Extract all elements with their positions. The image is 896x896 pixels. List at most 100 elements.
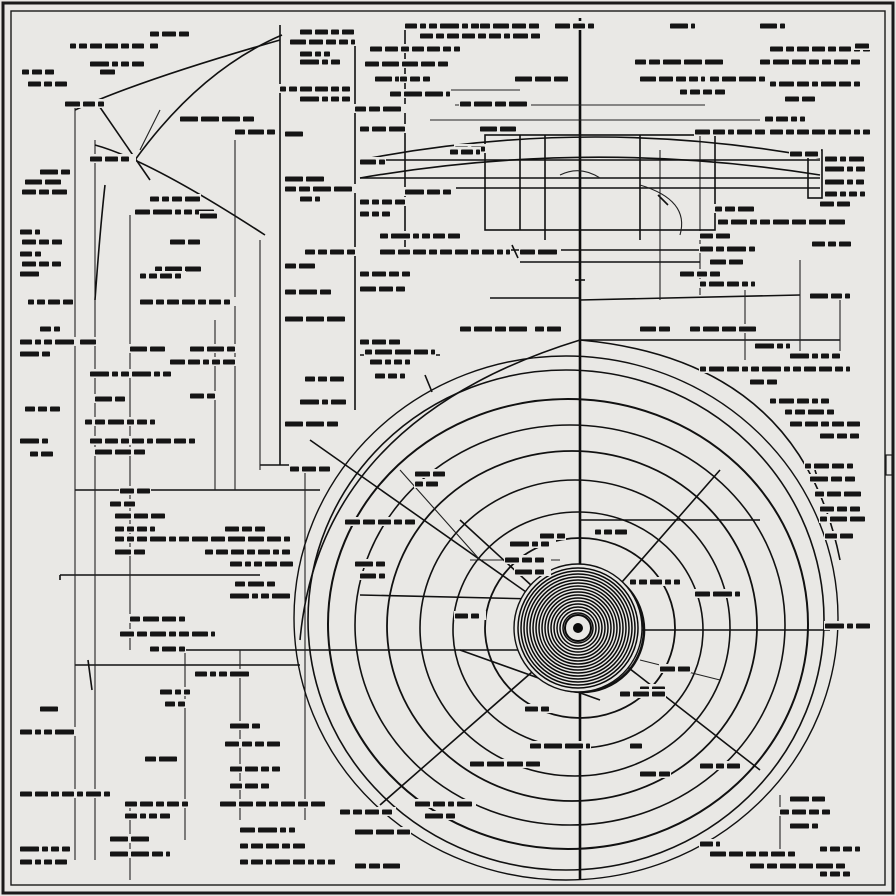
- text-block: [149, 29, 196, 38]
- text-block: [669, 21, 696, 30]
- text-block: [414, 799, 476, 808]
- text-block: [789, 351, 841, 360]
- core-ring: [532, 582, 624, 674]
- text-block: [94, 394, 126, 403]
- text-block: [179, 114, 261, 123]
- text-block: [809, 291, 851, 300]
- text-block: [79, 337, 101, 346]
- text-block: [819, 199, 851, 208]
- text-block: [454, 611, 486, 620]
- text-block: [359, 337, 401, 346]
- text-block: [389, 89, 451, 98]
- text-block: [39, 324, 61, 333]
- text-block: [19, 727, 81, 736]
- ring: [354, 424, 786, 826]
- text-block: [639, 769, 671, 778]
- text-block: [21, 187, 68, 196]
- text-block: [709, 74, 766, 83]
- text-block: [404, 21, 486, 30]
- text-block: [629, 741, 643, 750]
- text-block: [89, 436, 201, 445]
- text-block: [299, 27, 356, 36]
- text-block: [509, 539, 556, 548]
- text-block: [19, 337, 76, 346]
- text-block: [119, 629, 216, 638]
- core-ring: [520, 570, 636, 686]
- left-arc: [74, 34, 283, 301]
- text-block: [404, 187, 456, 196]
- text-block: [769, 127, 871, 136]
- text-block: [169, 237, 201, 246]
- text-block: [114, 547, 146, 556]
- ring: [327, 398, 809, 850]
- text-block: [204, 547, 291, 556]
- text-block: [139, 271, 186, 280]
- text-block: [354, 559, 386, 568]
- text-block: [189, 344, 236, 353]
- text-block: [359, 209, 391, 218]
- tick-marks: [59, 194, 819, 691]
- text-block: [129, 614, 186, 623]
- text-block: [784, 407, 841, 416]
- core-ring: [541, 591, 615, 665]
- text-block: [344, 517, 416, 526]
- text-block: [109, 849, 171, 858]
- text-block: [714, 204, 756, 213]
- text-block: [284, 314, 351, 323]
- text-block: [89, 59, 146, 68]
- text-block: [239, 825, 296, 834]
- text-block: [679, 87, 726, 96]
- text-block: [64, 99, 106, 108]
- text-block: [699, 279, 756, 288]
- text-block: [819, 869, 851, 878]
- text-block: [299, 194, 321, 203]
- text-block: [24, 404, 61, 413]
- text-block: [789, 149, 821, 158]
- text-block: [284, 419, 341, 428]
- text-block: [419, 31, 541, 40]
- text-block: [824, 177, 871, 186]
- text-block: [534, 324, 566, 333]
- outer-arc: [299, 339, 841, 641]
- text-block: [514, 74, 571, 83]
- text-block: [379, 247, 511, 256]
- core-ring: [553, 603, 603, 653]
- text-block: [89, 154, 136, 163]
- text-block: [359, 197, 406, 206]
- text-block: [229, 781, 271, 790]
- core-ring: [517, 567, 639, 689]
- text-block: [694, 589, 741, 598]
- text-block: [819, 514, 866, 523]
- text-block: [194, 669, 251, 678]
- text-block: [809, 474, 856, 483]
- text-block: [89, 369, 176, 378]
- text-block: [284, 129, 306, 138]
- text-block: [229, 764, 281, 773]
- core-ring: [559, 609, 597, 647]
- text-block: [369, 357, 411, 366]
- text-block: [119, 486, 151, 495]
- text-block: [824, 154, 871, 163]
- text-block: [154, 264, 206, 273]
- text-block: [399, 74, 431, 83]
- text-block: [789, 419, 861, 428]
- text-block: [359, 124, 406, 133]
- text-block: [629, 577, 681, 586]
- text-block: [639, 324, 671, 333]
- text-block: [129, 344, 166, 353]
- core-center: [573, 623, 583, 633]
- text-block: [554, 21, 601, 30]
- text-blocks: [19, 21, 876, 878]
- text-block: [717, 217, 849, 226]
- text-block: [529, 741, 591, 750]
- text-block: [479, 21, 541, 30]
- text-block: [229, 721, 261, 730]
- text-block: [811, 239, 858, 248]
- text-block: [109, 834, 151, 843]
- text-block: [299, 49, 331, 58]
- text-block: [114, 511, 166, 520]
- text-block: [84, 417, 156, 426]
